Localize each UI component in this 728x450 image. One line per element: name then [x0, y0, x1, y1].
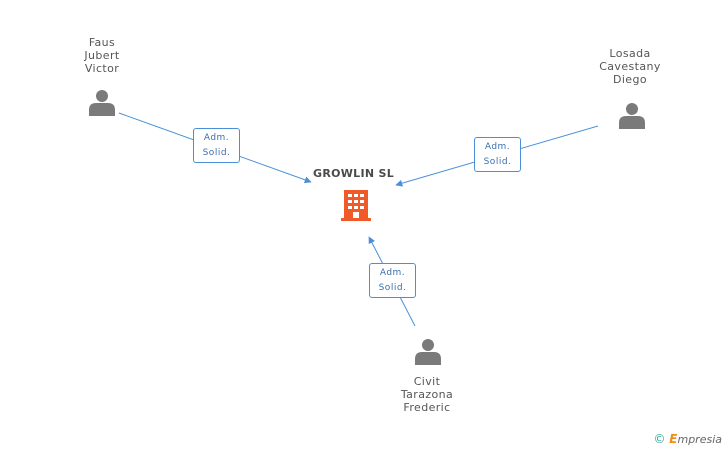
person-label-faus[interactable]: Faus Jubert Victor: [84, 36, 120, 75]
relation-type: Solid.: [378, 283, 407, 293]
copyright-notice: © Empresia: [653, 432, 722, 446]
company-name[interactable]: GROWLIN SL: [313, 167, 395, 180]
person-icon[interactable]: [415, 339, 441, 365]
empresia-logo-text: mpresia: [677, 433, 722, 446]
relation-type: Solid.: [483, 157, 512, 167]
relation-label: Adm. Solid.: [193, 128, 240, 163]
person-label-civit[interactable]: Civit Tarazona Frederic: [400, 375, 454, 414]
relation-role: Adm.: [484, 142, 511, 152]
empresia-logo-initial: E: [669, 432, 678, 446]
relation-role: Adm.: [379, 268, 406, 278]
relation-role: Adm.: [203, 133, 230, 143]
copyright-icon: ©: [653, 432, 666, 446]
relation-label: Adm. Solid.: [474, 137, 521, 172]
person-icon[interactable]: [619, 103, 645, 129]
person-label-losada[interactable]: Losada Cavestany Diego: [599, 47, 661, 86]
relation-type: Solid.: [202, 148, 231, 158]
relation-label: Adm. Solid.: [369, 263, 416, 298]
building-icon[interactable]: [341, 190, 371, 221]
person-icon[interactable]: [89, 90, 115, 116]
